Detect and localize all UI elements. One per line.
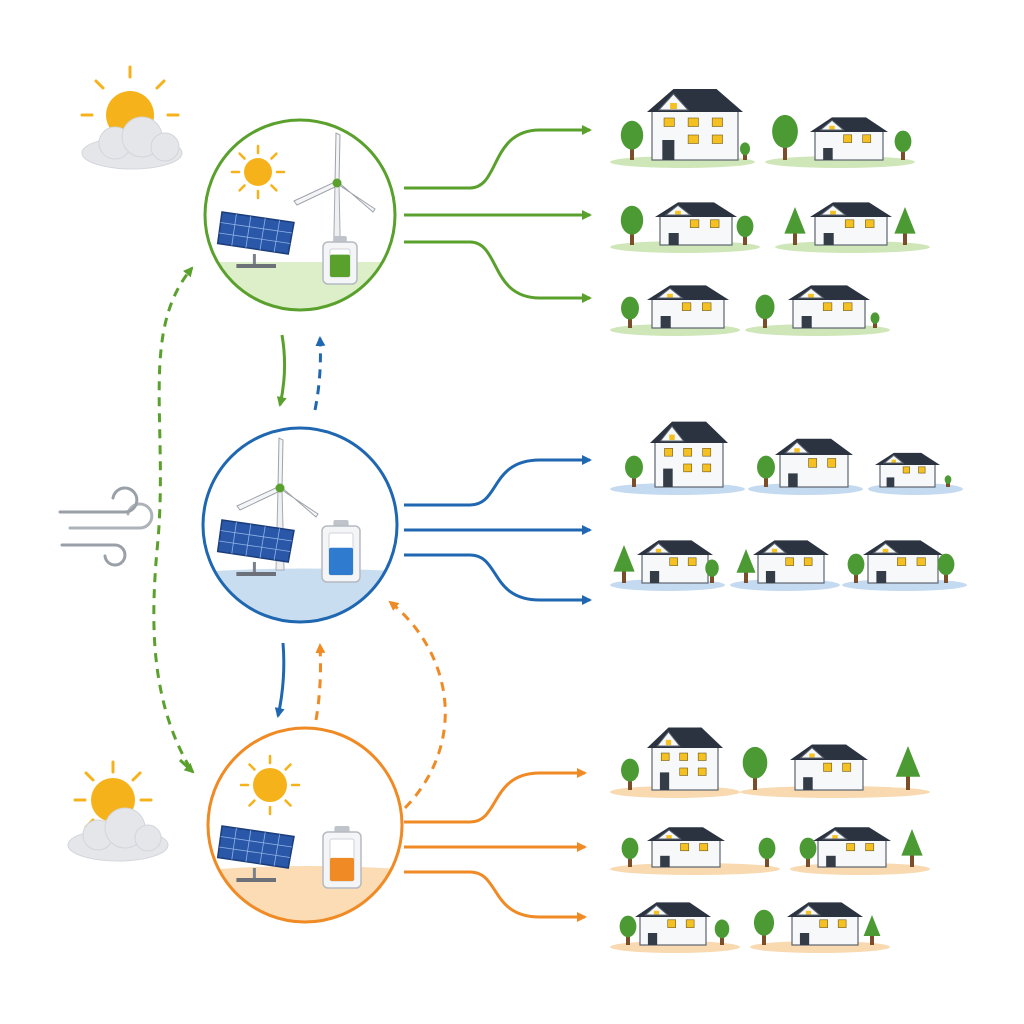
house-cluster-green-2 [765,114,915,168]
house-cluster-blue-6 [842,540,967,591]
sun-icon-orange [239,754,301,816]
house-cluster-orange-3 [610,827,780,875]
house-cluster-orange-2 [740,744,930,798]
outflow-arrows-blue [404,455,592,605]
sun-cloud-icon [80,65,183,170]
battery-blue [321,520,361,583]
solar-panel-green [216,211,295,268]
house-cluster-blue-2 [748,438,863,495]
house-cluster-green-1 [610,89,755,168]
sun-cloud-icon-bottom [67,760,169,862]
house-cluster-green-4 [775,202,930,253]
house-cluster-orange-1 [610,727,740,798]
house-cluster-green-3 [610,202,760,253]
sun-icon-green [230,144,286,200]
house-cluster-blue-5 [730,540,840,591]
house-cluster-blue-1 [610,421,745,495]
house-cluster-orange-5 [610,902,740,953]
battery-green [322,236,358,285]
house-cluster-blue-4 [610,540,725,591]
house-cluster-orange-4 [790,827,930,875]
wind-icon [58,486,154,567]
battery-orange [322,826,362,889]
neighbourhoods [610,89,967,953]
grid-components [216,132,376,889]
outflow-arrows-orange [404,768,587,922]
house-cluster-orange-6 [750,902,890,953]
house-cluster-green-6 [745,285,890,336]
house-cluster-green-5 [610,285,740,336]
outflow-arrows-green [404,125,592,303]
grid-connectors [152,266,447,810]
solar-panel-orange [216,825,295,882]
solar-panel-blue [216,519,295,576]
house-cluster-blue-3 [868,452,963,495]
